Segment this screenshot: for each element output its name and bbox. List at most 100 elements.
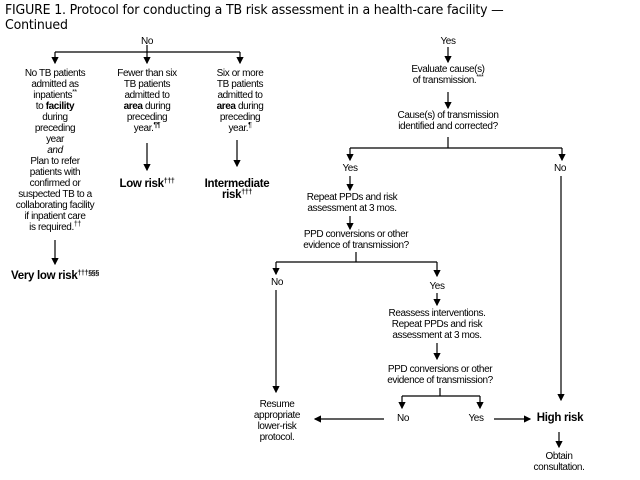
criteria-line: preceding [34, 123, 76, 134]
criteria-line: No TB patients [24, 68, 86, 79]
criteria-text: inpatients [33, 90, 73, 101]
step-line: lower-risk [257, 421, 297, 432]
yes-label: Yes [440, 36, 456, 47]
connector [276, 252, 437, 263]
criteria-line: admitted to [217, 90, 263, 101]
criteria-line: TB patients [123, 79, 171, 90]
criteria-line: collaborating facility [15, 200, 95, 211]
low-risk-criteria: Fewer than six TB patients admitted to a… [117, 68, 177, 134]
criteria-text: year. [133, 123, 154, 134]
result-text: Intermediate [204, 178, 270, 190]
step-line: Repeat PPDs and risk [306, 192, 398, 203]
result-line: risk††† [205, 189, 270, 201]
question-line: evidence of transmission? [303, 240, 409, 251]
connector [350, 137, 562, 149]
criteria-line: if inpatient care [24, 211, 86, 222]
criteria-line: preceding [126, 112, 168, 123]
step-line: Obtain [545, 451, 573, 462]
step-line: Repeat PPDs and risk [391, 319, 483, 330]
figure-title-line-1: FIGURE 1. Protocol for conducting a TB r… [5, 2, 504, 18]
criteria-emphasis: area [216, 101, 236, 112]
yes-label-2: Yes [429, 281, 445, 292]
result-text: risk [221, 189, 242, 201]
footnote-mark: ¶¶ [153, 122, 161, 129]
criteria-line: admitted as [31, 79, 79, 90]
no-label: No [141, 36, 153, 47]
result-text: Very low risk [11, 270, 78, 282]
criteria-line: year.¶ [217, 122, 264, 134]
very-low-risk-result: Very low risk†††§§§ [11, 270, 99, 282]
no-label-2: No [271, 277, 283, 288]
footnote-mark: *** [476, 74, 484, 81]
step-line: of transmission.*** [411, 74, 484, 86]
criteria-text: year. [228, 123, 249, 134]
criteria-text: is required. [29, 222, 74, 233]
step-line: Reassess interventions. [388, 308, 486, 319]
figure-title: FIGURE 1. Protocol for conducting a TB r… [5, 3, 504, 33]
footnote-mark: ** [72, 89, 77, 96]
very-low-risk-criteria: No TB patients admitted as inpatients** … [15, 68, 95, 233]
footnote-mark: ¶ [248, 122, 252, 129]
criteria-text: to [35, 101, 46, 112]
criteria-emphasis: facility [45, 101, 75, 112]
high-risk-result: High risk [536, 412, 584, 424]
intermediate-risk-result: Intermediate risk††† [204, 178, 270, 201]
criteria-line: patients with [29, 167, 81, 178]
step-line: protocol. [259, 432, 295, 443]
step-line: Evaluate cause(s) [411, 64, 485, 75]
reassess-interventions: Reassess interventions. Repeat PPDs and … [389, 308, 486, 341]
step-line: assessment at 3 mos. [307, 203, 397, 214]
criteria-conjunction: and [47, 145, 63, 156]
ppd-question-2: PPD conversions or other evidence of tra… [387, 364, 493, 386]
criteria-line: confirmed or [29, 178, 81, 189]
criteria-line: Fewer than six [117, 68, 177, 79]
figure-title-line-2: Continued [5, 17, 68, 33]
footnote-mark: ††† [163, 178, 175, 185]
criteria-emphasis: area [123, 101, 143, 112]
resume-protocol: Resume appropriate lower-risk protocol. [253, 399, 301, 443]
repeat-ppds: Repeat PPDs and risk assessment at 3 mos… [306, 192, 398, 214]
criteria-line: to facility [16, 101, 94, 112]
criteria-line: is required.†† [16, 221, 94, 233]
footnote-mark: ††† [241, 189, 253, 196]
criteria-line: suspected TB to a [18, 189, 92, 200]
criteria-line: Six or more [216, 68, 264, 79]
criteria-line: admitted to [124, 90, 170, 101]
evaluate-causes: Evaluate cause(s) of transmission.*** [411, 64, 485, 86]
connector [402, 388, 480, 397]
step-line: appropriate [253, 410, 301, 421]
yes-label-3: Yes [468, 413, 484, 424]
criteria-line: area during [117, 101, 176, 112]
criteria-line: year.¶¶ [117, 122, 176, 134]
criteria-line: inpatients** [16, 89, 94, 101]
no-label-3: No [397, 413, 409, 424]
question-line: evidence of transmission? [387, 375, 493, 386]
question-line: PPD conversions or other [387, 364, 493, 375]
result-text: Low risk [119, 178, 164, 190]
footnote-mark: †††§§§ [77, 270, 99, 277]
causes-question: Cause(s) of transmission identified and … [398, 110, 499, 132]
criteria-text: during [142, 101, 171, 112]
step-line: assessment at 3 mos. [392, 330, 482, 341]
obtain-consultation: Obtain consultation. [534, 451, 585, 473]
criteria-line: area during [217, 101, 264, 112]
criteria-line: TB patients [216, 79, 264, 90]
step-line: Resume [259, 399, 295, 410]
step-text: of transmission. [412, 75, 477, 86]
intermediate-risk-criteria: Six or more TB patients admitted to area… [217, 68, 264, 134]
step-line: consultation. [533, 462, 585, 473]
question-line: identified and corrected? [398, 121, 498, 132]
criteria-line: during [42, 112, 68, 123]
question-line: Cause(s) of transmission [397, 110, 499, 121]
question-line: PPD conversions or other [303, 229, 409, 240]
yes-label-1: Yes [342, 163, 358, 174]
criteria-line: year [46, 134, 64, 145]
low-risk-result: Low risk††† [119, 178, 174, 190]
criteria-text: during [235, 101, 264, 112]
criteria-line: preceding [219, 112, 261, 123]
no-label-1: No [554, 163, 566, 174]
criteria-line: Plan to refer [30, 156, 80, 167]
ppd-question-1: PPD conversions or other evidence of tra… [303, 229, 409, 251]
